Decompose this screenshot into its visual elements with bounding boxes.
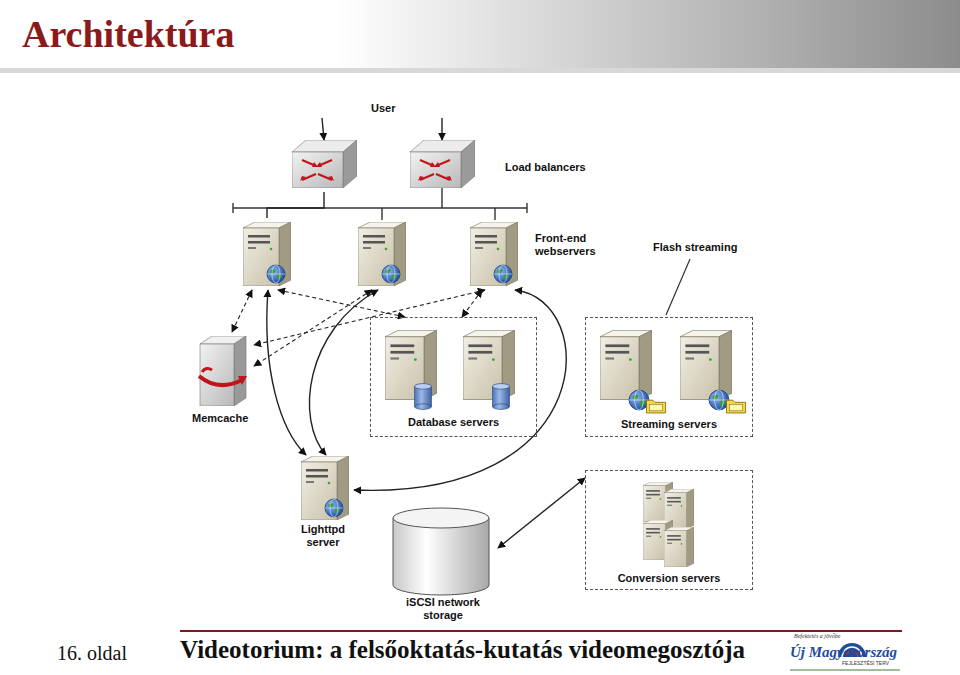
conversion-server-icon xyxy=(664,527,694,567)
footer-rule xyxy=(180,630,902,632)
page-number: 16. oldal xyxy=(57,642,127,665)
logo-name: Új Magyarország xyxy=(790,644,897,661)
switch-icon xyxy=(292,140,357,188)
db-group: Database servers xyxy=(370,317,537,437)
annotation: Flash streaming xyxy=(653,241,737,253)
memcache-node: Memcache xyxy=(190,332,254,428)
footer-caption: Videotorium: a felsőoktatás-kutatás vide… xyxy=(180,636,745,664)
globe-icon xyxy=(325,499,343,517)
frontend-group: Front-end webservers xyxy=(238,218,610,290)
folder-icon xyxy=(646,400,665,413)
dashed-connector xyxy=(254,290,372,366)
node-label: Lighttpd server xyxy=(295,523,351,549)
leader-line xyxy=(666,259,690,315)
storage-cylinder xyxy=(393,508,489,595)
dashed-connector xyxy=(278,290,405,317)
globe-icon xyxy=(629,390,649,410)
lighttpd-node: Lighttpd server xyxy=(292,455,354,555)
connector xyxy=(441,118,442,140)
node-label: iSCSI network storage xyxy=(391,596,495,622)
node-label: User xyxy=(371,102,395,115)
connector xyxy=(322,118,324,140)
connector xyxy=(267,290,306,455)
node-label: Database servers xyxy=(408,416,499,429)
webserver-icon xyxy=(358,222,406,286)
node-label: Front-end webservers xyxy=(535,232,607,258)
webserver-icon xyxy=(470,222,518,286)
globe-icon xyxy=(267,265,285,283)
stream-server-icon xyxy=(680,330,732,399)
globe-icon xyxy=(382,265,400,283)
connector xyxy=(498,478,585,548)
switch-icon xyxy=(410,140,475,188)
conversion-group: Conversion servers xyxy=(585,470,753,590)
lighttpd-icon xyxy=(301,456,349,520)
logo-subtitle: FEJLESZTÉSI TERV xyxy=(842,660,889,666)
streaming-group: Streaming servers xyxy=(585,317,753,437)
slide-title: Architektúra xyxy=(22,12,235,56)
header-shadow xyxy=(0,68,960,73)
folder-icon xyxy=(726,400,745,413)
node-label: Streaming servers xyxy=(621,418,717,431)
logo-mark xyxy=(790,643,900,670)
network-bus xyxy=(233,188,527,220)
actor-label: User xyxy=(300,94,465,118)
connector xyxy=(309,290,378,455)
lb-group: Load balancers xyxy=(288,140,598,192)
dashed-connector xyxy=(232,290,252,332)
globe-icon xyxy=(494,265,512,283)
memcache-icon xyxy=(199,336,247,406)
logo-slogan: Befektetés a jövőbe xyxy=(794,633,840,639)
globe-icon xyxy=(709,390,729,410)
node-label: Memcache xyxy=(192,412,248,425)
webserver-icon xyxy=(243,222,291,286)
disk-icon xyxy=(493,384,510,410)
storage-node: iSCSI network storage xyxy=(388,506,498,628)
node-label: Load balancers xyxy=(505,161,586,174)
node-label: Conversion servers xyxy=(618,572,721,585)
disk-icon xyxy=(415,384,432,410)
stream-server-icon xyxy=(600,330,652,399)
connector xyxy=(267,192,324,218)
dashed-connector xyxy=(462,290,482,317)
connector xyxy=(354,290,566,490)
header-band xyxy=(0,0,960,68)
